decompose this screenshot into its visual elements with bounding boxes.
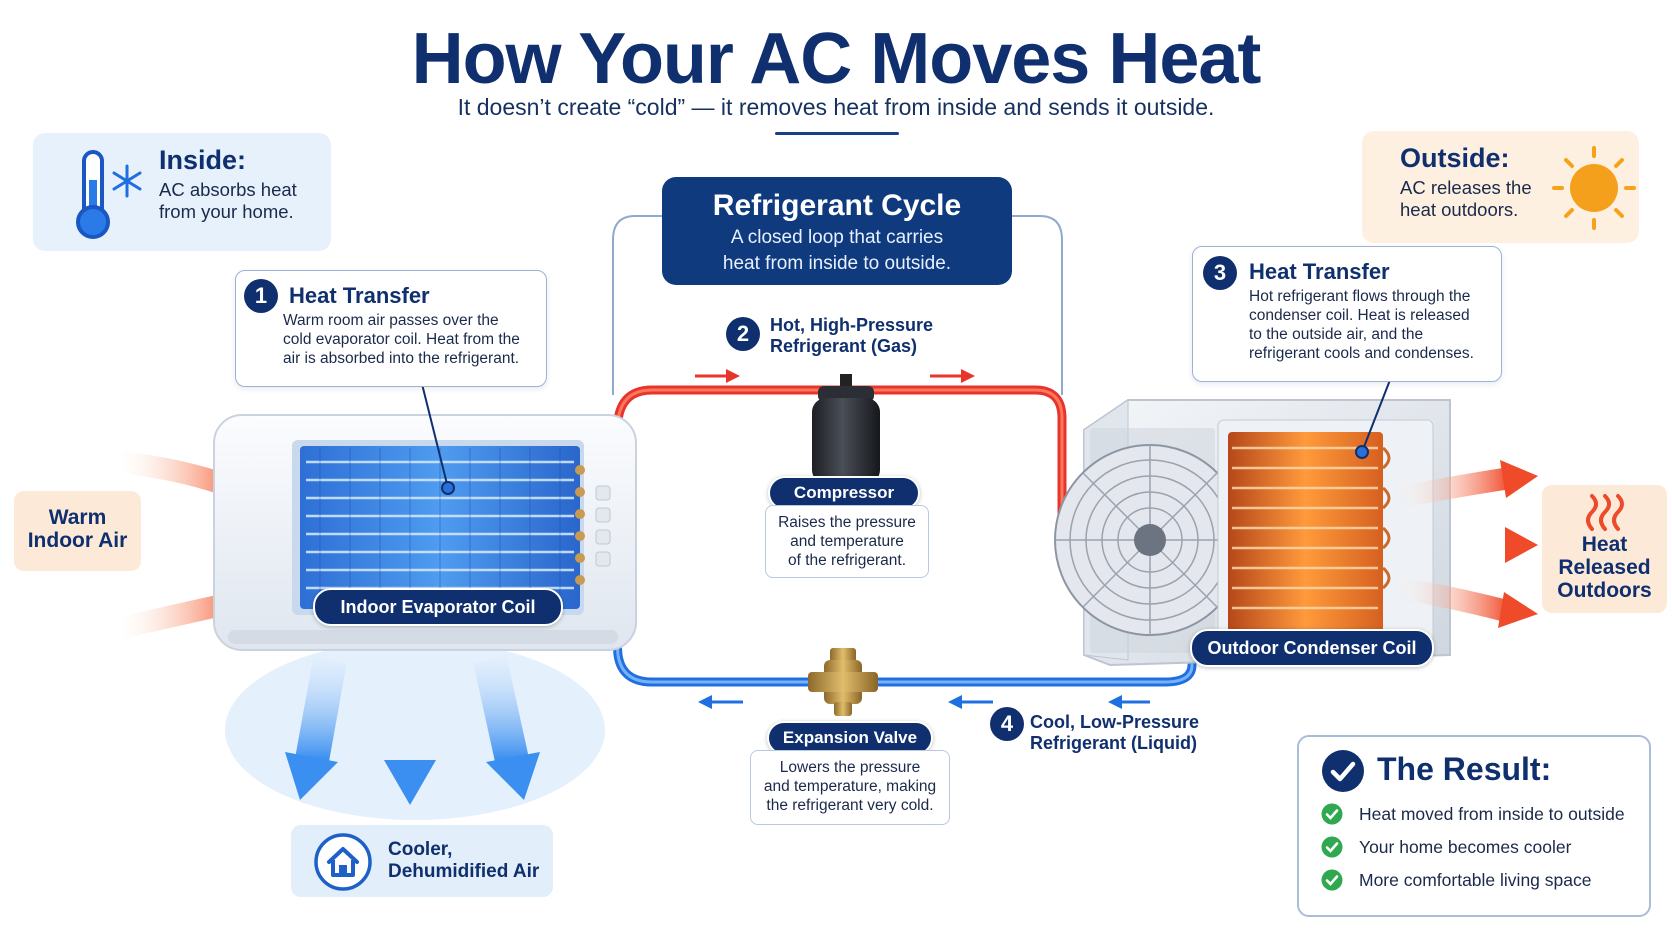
- heat-line-1: Heat: [1581, 533, 1628, 556]
- expansion-valve-line-3: the refrigerant very cold.: [766, 797, 934, 814]
- fan-grille: [1054, 444, 1246, 636]
- step-3-badge: 3: [1203, 256, 1237, 290]
- step-4-line-2: Refrigerant (Liquid): [1030, 733, 1197, 753]
- cycle-bracket: [612, 215, 662, 395]
- outside-line-1: AC releases the: [1400, 177, 1532, 198]
- cool-air-line-2: Dehumidified Air: [388, 861, 540, 882]
- cool-air-arrow: [384, 660, 436, 805]
- inside-heading: Inside:: [159, 145, 247, 175]
- compressor-line-1: Raises the pressure: [778, 514, 916, 531]
- step-2-line-2: Refrigerant (Gas): [770, 336, 918, 356]
- step-3-callout: 3 Heat Transfer Hot refrigerant flows th…: [1192, 246, 1502, 382]
- result-item: Heat moved from inside to outside: [1359, 804, 1625, 824]
- compressor-description: Raises the pressure and temperature of t…: [765, 505, 929, 578]
- leader-line-step1: [421, 383, 449, 489]
- outdoor-coil-label: Outdoor Condenser Coil: [1190, 629, 1434, 667]
- step-2-badge: 2: [726, 317, 760, 351]
- expansion-valve-line-1: Lowers the pressure: [779, 759, 921, 776]
- warm-indoor-air-card: Warm Indoor Air: [14, 491, 141, 571]
- thermometer-snowflake-icon: [76, 150, 142, 239]
- expansion-valve-line-2: and temperature, making: [763, 778, 937, 795]
- step-1-badge: 1: [244, 279, 278, 313]
- expansion-valve-label: Expansion Valve: [767, 721, 933, 755]
- heat-out-arrow: [1399, 579, 1538, 628]
- compressor-icon: [812, 374, 880, 490]
- heat-waves-icon: [1585, 494, 1624, 531]
- result-item: Your home becomes cooler: [1359, 837, 1572, 857]
- hot-flow-arrow: [930, 369, 975, 383]
- heat-line-2: Released: [1558, 556, 1651, 579]
- step-1-line-1: Warm room air passes over the: [283, 312, 499, 329]
- home-icon: [314, 833, 372, 891]
- outside-line-2: heat outdoors.: [1400, 199, 1519, 220]
- leader-line-step3: [1361, 379, 1391, 453]
- result-title: The Result:: [1377, 751, 1552, 787]
- heat-out-arrow: [1399, 460, 1538, 506]
- expansion-valve-icon: [808, 648, 878, 716]
- checkmark-circle-icon: [1322, 750, 1364, 792]
- step-1-line-3: air is absorbed into the refrigerant.: [283, 350, 520, 367]
- step-1-title: Heat Transfer: [289, 283, 430, 308]
- compressor-line-2: and temperature: [790, 533, 904, 550]
- leader-dot-step3: [1355, 445, 1369, 459]
- result-item: More comfortable living space: [1359, 870, 1592, 890]
- leader-dot-step1: [441, 481, 455, 495]
- warm-air-line-2: Indoor Air: [27, 529, 128, 552]
- warm-air-line-1: Warm: [48, 506, 107, 529]
- heat-released-card: Heat Released Outdoors: [1542, 485, 1667, 613]
- cold-flow-arrow: [1108, 695, 1150, 709]
- outside-heading: Outside:: [1400, 143, 1510, 173]
- cycle-bracket: [1012, 215, 1063, 395]
- result-card: The Result: Heat moved from inside to ou…: [1297, 735, 1651, 917]
- cool-air-arrow: [285, 656, 347, 800]
- heat-out-arrow: [1399, 527, 1538, 563]
- check-icon: [1321, 803, 1343, 825]
- cool-air-arrow: [473, 656, 540, 800]
- outdoor-unit: [1054, 399, 1451, 667]
- step-4-line-1: Cool, Low-Pressure: [1030, 712, 1200, 732]
- cooler-air-card: Cooler, Dehumidified Air: [291, 825, 553, 897]
- cool-air-line-1: Cooler,: [388, 839, 453, 860]
- indoor-coil-label: Indoor Evaporator Coil: [313, 588, 563, 626]
- inside-line-2: from your home.: [159, 201, 294, 222]
- hot-flow-arrow: [695, 369, 740, 383]
- check-icon: [1321, 869, 1343, 891]
- heat-line-3: Outdoors: [1557, 579, 1652, 602]
- sun-icon: [1552, 146, 1636, 230]
- compressor-line-3: of the refrigerant.: [787, 552, 907, 569]
- title-divider: [775, 132, 899, 135]
- check-icon: [1321, 836, 1343, 858]
- step-3-line-2: condenser coil. Heat is released: [1249, 307, 1470, 324]
- step-3-line-1: Hot refrigerant flows through the: [1249, 288, 1471, 305]
- refrigerant-cycle-box: Refrigerant Cycle A closed loop that car…: [662, 177, 1012, 285]
- cold-flow-arrow: [948, 695, 993, 709]
- page-title: How Your AC Moves Heat: [411, 19, 1262, 99]
- step-3-title: Heat Transfer: [1249, 259, 1390, 284]
- step-2-line-1: Hot, High-Pressure: [770, 315, 934, 335]
- cold-flow-arrow: [698, 695, 743, 709]
- step-1-line-2: cold evaporator coil. Heat from the: [283, 331, 520, 348]
- cycle-line-1: A closed loop that carries: [730, 227, 944, 248]
- step-4-badge: 4: [990, 707, 1024, 741]
- step-3-line-3: to the outside air, and the: [1249, 326, 1424, 343]
- page-subtitle: It doesn’t create “cold” — it removes he…: [457, 94, 1215, 120]
- cycle-title: Refrigerant Cycle: [712, 189, 962, 222]
- step-1-callout: 1 Heat Transfer Warm room air passes ove…: [235, 270, 547, 387]
- step-3-line-4: refrigerant cools and condenses.: [1249, 345, 1474, 362]
- cycle-line-2: heat from inside to outside.: [722, 253, 952, 274]
- inside-line-1: AC absorbs heat: [159, 179, 297, 200]
- expansion-valve-description: Lowers the pressure and temperature, mak…: [750, 750, 950, 825]
